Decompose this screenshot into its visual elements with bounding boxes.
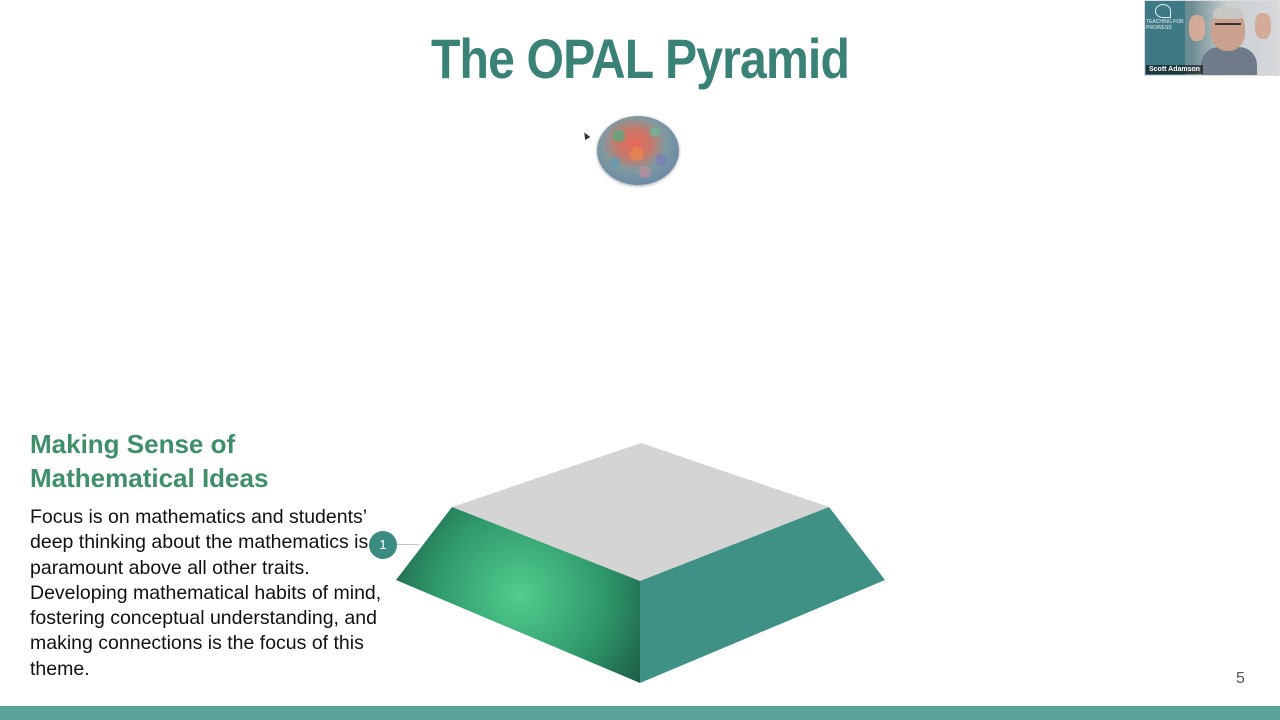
participant-glasses bbox=[1215, 23, 1241, 30]
participant-hand bbox=[1255, 13, 1271, 39]
participant-name-label: Scott Adamson bbox=[1146, 65, 1204, 74]
pyramid-left-face bbox=[396, 507, 640, 683]
step-connector-line bbox=[397, 544, 419, 545]
participant-hand bbox=[1189, 15, 1205, 41]
pyramid-top-face bbox=[452, 443, 829, 581]
slide-title: The OPAL Pyramid bbox=[430, 27, 850, 90]
participant-hair bbox=[1213, 7, 1243, 19]
opal-gem-image bbox=[597, 116, 679, 185]
section-description: Focus is on mathematics and students’ de… bbox=[30, 506, 382, 680]
page-number: 5 bbox=[1236, 670, 1245, 687]
section-heading: Making Sense of Mathematical Ideas bbox=[30, 429, 269, 493]
pyramid-right-face bbox=[640, 507, 885, 683]
poster-logo: TEACHING FOR PROWESS bbox=[1145, 1, 1185, 75]
slide-footer-bar bbox=[0, 706, 1280, 720]
step-number-badge: 1 bbox=[369, 531, 397, 559]
participant-video-tile[interactable]: TEACHING FOR PROWESS Scott Adamson bbox=[1144, 0, 1280, 76]
logo-text: TEACHING FOR PROWESS bbox=[1146, 19, 1184, 31]
swirl-logo-icon bbox=[1155, 4, 1171, 18]
participant-body bbox=[1201, 47, 1257, 75]
